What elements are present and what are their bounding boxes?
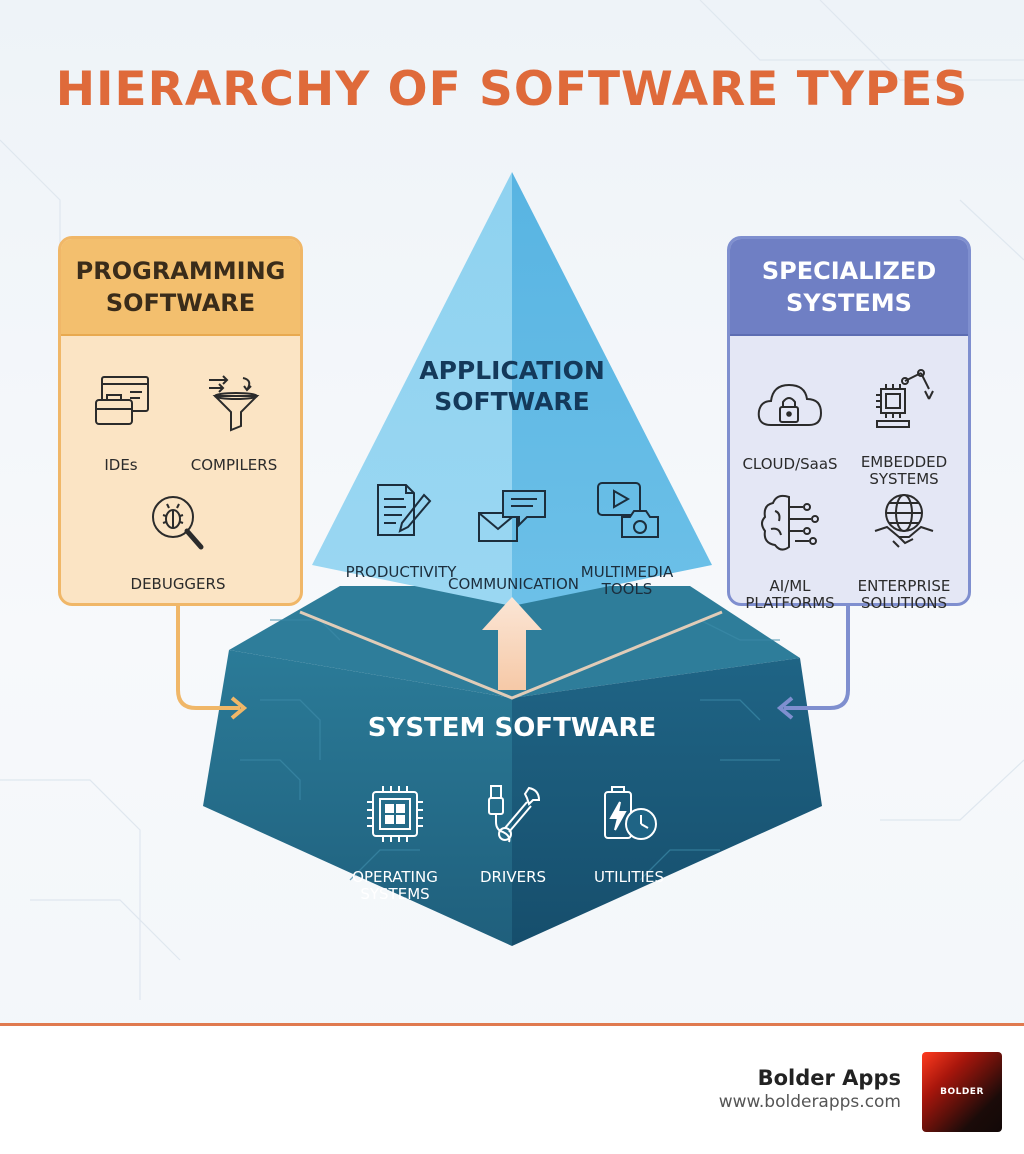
multimedia-tools-label: MULTIMEDIA TOOLS bbox=[580, 563, 674, 598]
cloud-lock-icon bbox=[757, 383, 823, 426]
specialized-systems-title: SPECIALIZED SYSTEMS bbox=[730, 239, 968, 336]
page-title: HIERARCHY OF SOFTWARE TYPES bbox=[55, 62, 969, 117]
utilities-label: UTILITIES bbox=[594, 868, 664, 886]
footer bbox=[0, 1026, 1024, 1154]
programming-software-title: PROGRAMMING SOFTWARE bbox=[61, 239, 300, 336]
operating-systems-label: OPERATING SYSTEMS bbox=[352, 868, 438, 903]
operating-systems-item: OPERATING SYSTEMS bbox=[340, 765, 450, 903]
specialized-systems-panel: SPECIALIZED SYSTEMS bbox=[727, 236, 971, 606]
utilities-item: UTILITIES bbox=[580, 765, 678, 886]
communication-label: COMMUNICATION bbox=[448, 575, 579, 593]
system-software-title: SYSTEM SOFTWARE bbox=[367, 713, 657, 743]
cloud-saas-item: CLOUD/SaaS bbox=[742, 360, 838, 473]
upward-arrow-icon bbox=[482, 597, 542, 690]
ai-ml-platforms-label: AI/ML PLATFORMS bbox=[745, 577, 835, 612]
compilers-label: COMPILERS bbox=[190, 456, 278, 474]
ai-ml-platforms-item: AI/ML PLATFORMS bbox=[742, 474, 838, 612]
funnel-icon bbox=[209, 375, 260, 432]
debuggers-label: DEBUGGERS bbox=[130, 575, 226, 593]
programming-connector-arrow bbox=[176, 600, 248, 720]
pyramid-diagram bbox=[176, 172, 850, 946]
brand-url[interactable]: www.bolderapps.com bbox=[718, 1092, 901, 1112]
productivity-label: PRODUCTIVITY bbox=[345, 563, 457, 581]
ide-toolbox-icon bbox=[95, 376, 149, 425]
globe-handshake-icon bbox=[874, 494, 934, 548]
debuggers-item: DEBUGGERS bbox=[128, 474, 228, 593]
document-pen-icon bbox=[377, 484, 432, 536]
video-camera-icon bbox=[597, 482, 659, 538]
battery-clock-icon bbox=[604, 786, 657, 840]
ides-item: IDEs bbox=[78, 357, 164, 474]
embedded-systems-item: EMBEDDED SYSTEMS bbox=[856, 350, 952, 488]
application-software-triangle bbox=[312, 172, 712, 606]
robot-arm-chip-icon bbox=[876, 369, 934, 428]
brand-logo-text: BOLDER bbox=[940, 1087, 984, 1097]
drivers-item: DRIVERS bbox=[466, 765, 560, 886]
compilers-item: COMPILERS bbox=[186, 357, 282, 474]
bug-magnifier-icon bbox=[152, 496, 204, 550]
brand-name: Bolder Apps bbox=[757, 1066, 901, 1090]
drivers-label: DRIVERS bbox=[479, 868, 547, 886]
communication-item: COMMUNICATION bbox=[448, 470, 579, 593]
cloud-saas-label: CLOUD/SaaS bbox=[742, 455, 838, 473]
application-software-title: APPLICATION SOFTWARE bbox=[419, 356, 605, 416]
enterprise-solutions-label: ENTERPRISE SOLUTIONS bbox=[857, 577, 951, 612]
productivity-item: PRODUCTIVITY bbox=[340, 464, 462, 581]
footer-divider bbox=[0, 1023, 1024, 1026]
brand-logo: BOLDER bbox=[922, 1052, 1002, 1132]
mail-chat-icon bbox=[478, 490, 546, 542]
programming-software-panel: PROGRAMMING SOFTWARE bbox=[58, 236, 303, 606]
chip-windows-icon bbox=[367, 786, 423, 842]
usb-wrench-icon bbox=[488, 785, 541, 843]
multimedia-tools-item: MULTIMEDIA TOOLS bbox=[572, 462, 682, 598]
ides-label: IDEs bbox=[104, 456, 138, 474]
enterprise-solutions-item: ENTERPRISE SOLUTIONS bbox=[856, 474, 952, 612]
embedded-systems-label: EMBEDDED SYSTEMS bbox=[860, 453, 948, 488]
specialized-connector-arrow bbox=[776, 600, 850, 720]
brain-circuit-icon bbox=[761, 494, 819, 551]
